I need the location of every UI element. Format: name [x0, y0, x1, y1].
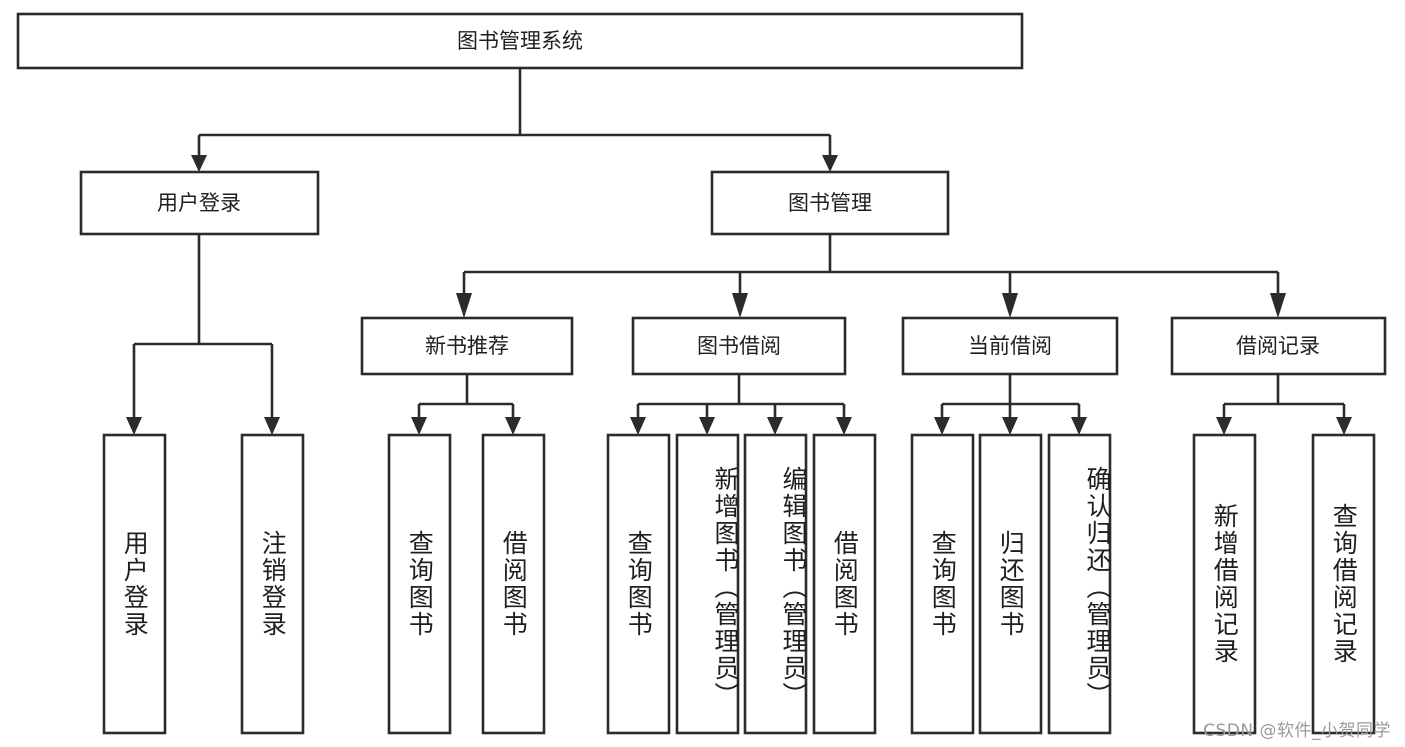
arrow-head-cb-leaf2: [1002, 417, 1018, 435]
arrow-head-new-book: [456, 293, 472, 318]
borrow-record-label: 借阅记录: [1236, 334, 1320, 358]
leaf-box-br-add-record[interactable]: [1192, 433, 1257, 735]
node-borrow-record[interactable]: 借阅记录: [1170, 316, 1387, 376]
node-new-book-recommend[interactable]: 新书推荐: [360, 316, 574, 376]
root-label: 图书管理系统: [457, 29, 583, 53]
arrow-head-br-leaf1: [1216, 417, 1232, 435]
borrow-record-box[interactable]: [1170, 316, 1387, 376]
book-management-label: 图书管理: [788, 191, 872, 215]
current-borrow-label: 当前借阅: [968, 334, 1052, 358]
arrow-head-bb-leaf3: [767, 417, 783, 435]
book-borrow-label: 图书借阅: [697, 334, 781, 358]
leaf-box-br-query-record[interactable]: [1311, 433, 1376, 735]
arrow-head-book-borrow: [732, 293, 748, 318]
arrow-head-borrow-record: [1270, 293, 1286, 318]
arrow-head-leaf-logout: [264, 417, 280, 435]
root-box[interactable]: [16, 12, 1024, 70]
leaf-box-nb-query-book[interactable]: [387, 433, 452, 735]
arrow-head-bb-leaf2: [699, 417, 715, 435]
leaf-box-cb-confirm-return[interactable]: [1047, 433, 1112, 735]
leaf-box-cb-query-book[interactable]: [910, 433, 975, 735]
csdn-watermark: CSDN @软件_小贺同学: [1203, 721, 1391, 741]
arrow-head-current-borrow: [1002, 293, 1018, 318]
leaf-box-user-login[interactable]: [102, 433, 167, 735]
node-current-borrow[interactable]: 当前借阅: [901, 316, 1119, 376]
leaf-box-nb-borrow-book[interactable]: [481, 433, 546, 735]
arrow-head-bb-leaf4: [836, 417, 852, 435]
leaf-box-bb-query-book[interactable]: [606, 433, 671, 735]
arrow-head-book-mgmt: [822, 155, 838, 172]
leaf-box-logout[interactable]: [240, 433, 305, 735]
node-user-login[interactable]: 用户登录: [79, 170, 320, 236]
arrow-head-cb-leaf1: [934, 417, 950, 435]
new-book-recommend-label: 新书推荐: [425, 334, 509, 358]
current-borrow-box[interactable]: [901, 316, 1119, 376]
arrow-head-nb-leaf1: [411, 417, 427, 435]
arrow-head-br-leaf2: [1336, 417, 1352, 435]
node-book-borrow[interactable]: 图书借阅: [631, 316, 847, 376]
book-management-box[interactable]: [710, 170, 950, 236]
leaf-box-bb-edit-book[interactable]: [743, 433, 808, 735]
new-book-recommend-box[interactable]: [360, 316, 574, 376]
leaf-box-bb-borrow-book[interactable]: [812, 433, 877, 735]
arrow-head-nb-leaf2: [505, 417, 521, 435]
arrow-head-leaf-user-login: [126, 417, 142, 435]
user-login-label: 用户登录: [157, 191, 241, 215]
node-root[interactable]: 图书管理系统: [16, 12, 1024, 70]
arrow-head-user-login: [191, 155, 207, 172]
arrow-head-cb-leaf3: [1071, 417, 1087, 435]
leaf-box-bb-add-book[interactable]: [675, 433, 740, 735]
leaf-box-cb-return-book[interactable]: [978, 433, 1043, 735]
arrow-head-bb-leaf1: [630, 417, 646, 435]
book-borrow-box[interactable]: [631, 316, 847, 376]
node-book-management[interactable]: 图书管理: [710, 170, 950, 236]
